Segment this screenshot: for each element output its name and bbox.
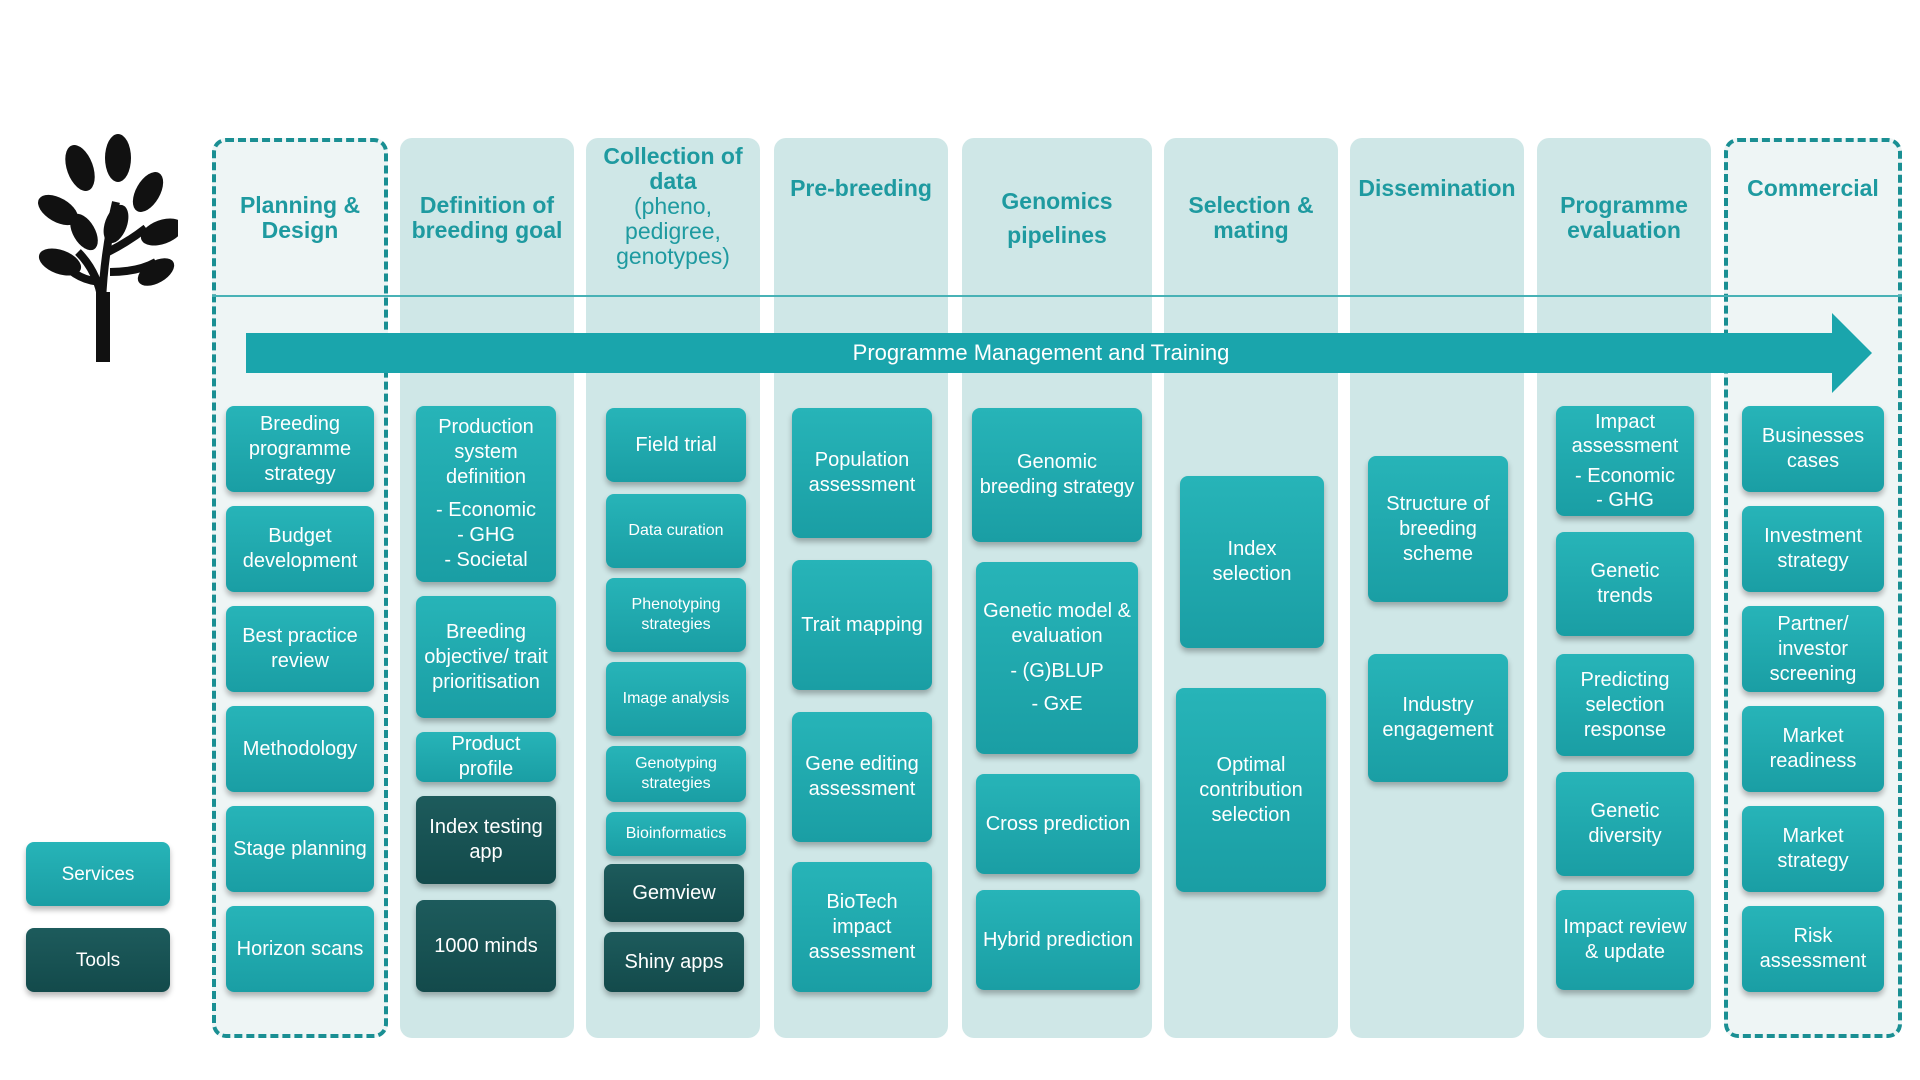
- service-box: Optimal contribution selection: [1176, 688, 1326, 892]
- box-line: Impact assessment: [1571, 411, 1679, 457]
- service-box: BioTech impact assessment: [792, 862, 932, 992]
- service-box: Investment strategy: [1742, 506, 1884, 592]
- legend-tools: Tools: [26, 928, 170, 992]
- service-box: Genotyping strategies: [606, 746, 746, 802]
- service-box: Horizon scans: [226, 906, 374, 992]
- service-box: Phenotyping strategies: [606, 578, 746, 652]
- column-title-planning: Planning & Design: [239, 192, 361, 243]
- column-title-collection-main: Collection of data: [603, 143, 743, 194]
- column-title-evaluation: Programme evaluation: [1560, 192, 1688, 243]
- box-line: - GxE: [1031, 693, 1083, 715]
- service-box: Partner/ investor screening: [1742, 606, 1884, 692]
- service-box: Product profile: [416, 732, 556, 782]
- column-definition: Definition of breeding goal: [400, 138, 574, 1038]
- service-box: Genetic trends: [1556, 532, 1694, 636]
- service-box: Cross prediction: [976, 774, 1140, 874]
- arrow-head-icon: [1832, 313, 1872, 393]
- service-box: Genomic breeding strategy: [972, 408, 1142, 542]
- service-box: Data curation: [606, 494, 746, 568]
- tool-box: Index testing app: [416, 796, 556, 884]
- service-box: Market readiness: [1742, 706, 1884, 792]
- service-box: Breeding objective/ trait prioritisation: [416, 596, 556, 718]
- column-title-collection: Collection of data (pheno, pedigree, gen…: [586, 138, 760, 298]
- service-box: Breeding programme strategy: [226, 406, 374, 492]
- service-box: Budget development: [226, 506, 374, 592]
- column-title-commercial: Commercial: [1747, 175, 1879, 201]
- legend-services: Services: [26, 842, 170, 906]
- service-box: Industry engagement: [1368, 654, 1508, 782]
- service-box: Businesses cases: [1742, 406, 1884, 492]
- service-box: Trait mapping: [792, 560, 932, 690]
- box-line: Production system definition: [438, 416, 534, 488]
- header-divider: [212, 295, 1902, 297]
- tree-icon: [38, 134, 178, 362]
- service-box: Market strategy: [1742, 806, 1884, 892]
- service-box: Image analysis: [606, 662, 746, 736]
- box-line: - Economic: [1574, 465, 1676, 487]
- box-line: - GHG: [1596, 489, 1654, 511]
- service-box: Index selection: [1180, 476, 1324, 648]
- column-subtitle-collection: (pheno, pedigree, genotypes): [616, 193, 730, 269]
- arrow-label: Programme Management and Training: [852, 340, 1230, 365]
- tool-box: Shiny apps: [604, 932, 744, 992]
- service-box: Production system definition - Economic …: [416, 406, 556, 582]
- service-box: Field trial: [606, 408, 746, 482]
- tool-box: 1000 minds: [416, 900, 556, 992]
- column-title-prebreeding: Pre-breeding: [790, 175, 932, 201]
- service-box: Stage planning: [226, 806, 374, 892]
- box-line: Genetic model & evaluation: [983, 600, 1131, 647]
- service-box: Genetic model & evaluation - (G)BLUP - G…: [976, 562, 1138, 754]
- column-title-selection: Selection & mating: [1188, 192, 1314, 243]
- column-title-definition: Definition of breeding goal: [411, 192, 563, 243]
- service-box: Methodology: [226, 706, 374, 792]
- service-box: Hybrid prediction: [976, 890, 1140, 990]
- column-title-dissemination: Dissemination: [1358, 175, 1516, 201]
- service-box: Best practice review: [226, 606, 374, 692]
- service-box: Gene editing assessment: [792, 712, 932, 842]
- tool-box: Gemview: [604, 864, 744, 922]
- service-box: Structure of breeding scheme: [1368, 456, 1508, 602]
- programme-management-arrow: Programme Management and Training: [246, 333, 1836, 373]
- service-box: Population assessment: [792, 408, 932, 538]
- box-line: - (G)BLUP: [1010, 660, 1104, 682]
- box-line: - Societal: [444, 549, 528, 571]
- service-box: Risk assessment: [1742, 906, 1884, 992]
- box-line: - Economic: [435, 499, 537, 521]
- column-title-genomics: Genomics pipelines: [1001, 188, 1113, 248]
- service-box: Impact assessment - Economic - GHG: [1556, 406, 1694, 516]
- box-line: - GHG: [457, 524, 515, 546]
- service-box: Bioinformatics: [606, 812, 746, 856]
- service-box: Predicting selection response: [1556, 654, 1694, 756]
- service-box: Impact review & update: [1556, 890, 1694, 990]
- service-box: Genetic diversity: [1556, 772, 1694, 876]
